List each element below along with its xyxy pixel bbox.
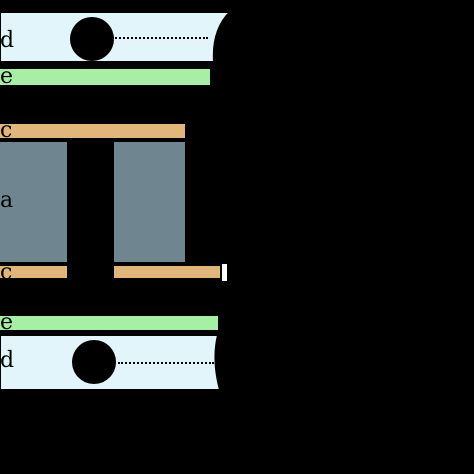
particle-top-circle [70, 17, 114, 61]
layer-c-top-label: c [0, 118, 13, 143]
block-a-right [112, 140, 187, 264]
block-a-left [0, 140, 69, 264]
layer-d-top-label: d [0, 28, 15, 53]
layer-e-top [0, 67, 212, 87]
layer-c-bottom-label: c [0, 260, 13, 285]
electrode-tab [222, 264, 227, 281]
connector-bottom-dotted [118, 362, 214, 364]
connector-top-dotted [112, 37, 208, 39]
layer-e-bottom-label: e [0, 310, 14, 335]
layer-c-bottom-right [112, 264, 222, 280]
layer-e-top-label: e [0, 64, 14, 89]
particle-bottom-circle [72, 340, 116, 384]
layer-c-bottom-left [0, 264, 69, 280]
block-a-label: a [0, 188, 14, 213]
layer-c-top [0, 122, 187, 140]
layer-d-bottom-label: d [0, 348, 15, 373]
layer-e-bottom [0, 314, 220, 332]
